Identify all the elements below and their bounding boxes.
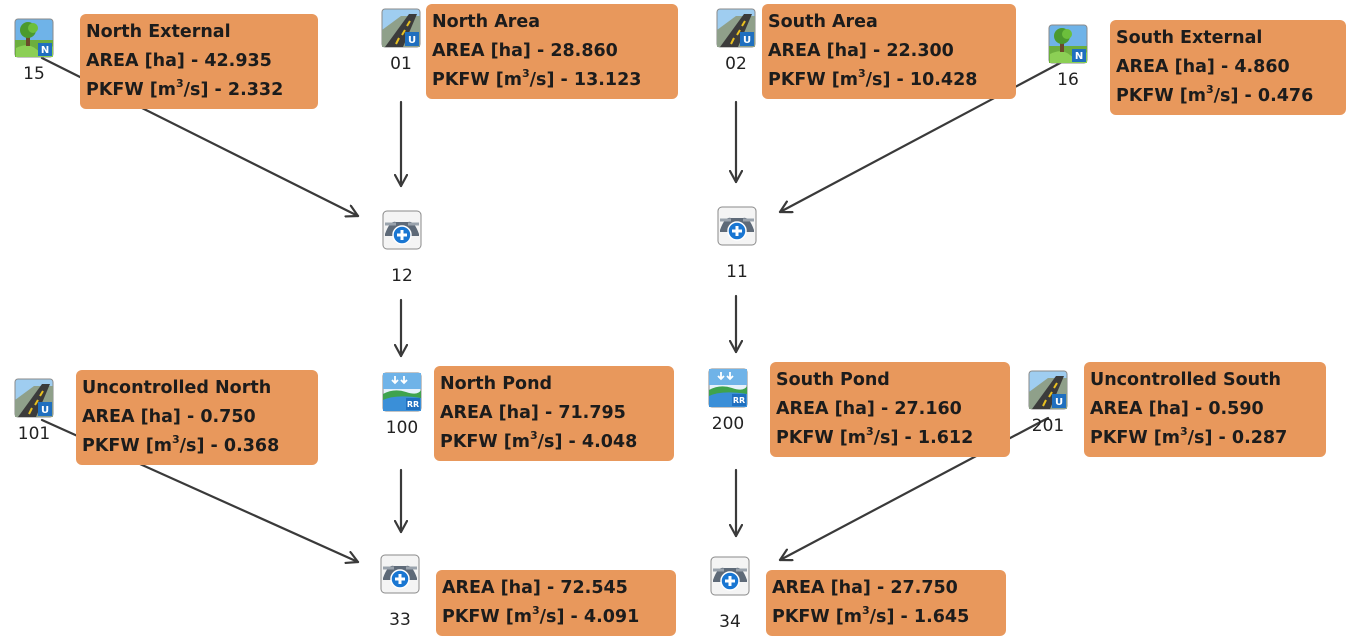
node-id: 100 [385, 418, 419, 438]
label-pkfw: PKFW [m3/s] - 10.428 [768, 67, 978, 90]
urban-catchment-icon: U [14, 378, 54, 418]
urban-catchment-icon: U [1028, 370, 1068, 410]
urban-catchment-icon: U [716, 8, 756, 48]
label-area: AREA [ha] - 0.590 [1090, 399, 1264, 419]
label-area: AREA [ha] - 72.545 [442, 578, 628, 598]
svg-text:U: U [743, 35, 751, 46]
node-id: 02 [725, 54, 747, 74]
label-north-area[interactable]: North Area AREA [ha] - 28.860 PKFW [m3/s… [426, 4, 678, 99]
node-15[interactable]: N 15 [14, 18, 54, 84]
pond-icon: RR [382, 372, 422, 412]
label-title: North Area [432, 12, 541, 32]
label-pkfw: PKFW [m3/s] - 0.287 [1090, 425, 1288, 448]
label-title: South Area [768, 12, 878, 32]
svg-text:RR: RR [733, 396, 745, 405]
label-south-area[interactable]: South Area AREA [ha] - 22.300 PKFW [m3/s… [762, 4, 1016, 99]
nature-catchment-icon: N [1048, 24, 1088, 64]
label-area: AREA [ha] - 71.795 [440, 403, 626, 423]
label-south-pond[interactable]: South Pond AREA [ha] - 27.160 PKFW [m3/s… [770, 362, 1010, 457]
label-south-external[interactable]: South External AREA [ha] - 4.860 PKFW [m… [1110, 20, 1346, 115]
label-pkfw: PKFW [m3/s] - 1.612 [776, 425, 974, 448]
label-pkfw: PKFW [m3/s] - 4.048 [440, 429, 638, 452]
label-pkfw: PKFW [m3/s] - 4.091 [442, 604, 640, 627]
label-north-external[interactable]: North External AREA [ha] - 42.935 PKFW [… [80, 14, 318, 109]
label-junction-33[interactable]: AREA [ha] - 72.545 PKFW [m3/s] - 4.091 [436, 570, 676, 636]
label-pkfw: PKFW [m3/s] - 13.123 [432, 67, 642, 90]
junction-add-icon [382, 210, 422, 250]
svg-text:U: U [41, 405, 49, 416]
label-area: AREA [ha] - 0.750 [82, 407, 256, 427]
junction-add-icon [380, 554, 420, 594]
pond-icon: RR [708, 368, 748, 408]
node-100[interactable]: RR 100 [382, 372, 422, 438]
label-pkfw: PKFW [m3/s] - 1.645 [772, 604, 970, 627]
label-title: North Pond [440, 374, 553, 394]
label-junction-34[interactable]: AREA [ha] - 27.750 PKFW [m3/s] - 1.645 [766, 570, 1006, 636]
node-id: 200 [711, 414, 745, 434]
node-02[interactable]: U 02 [716, 8, 756, 74]
nature-catchment-icon: N [14, 18, 54, 58]
label-pkfw: PKFW [m3/s] - 0.476 [1116, 83, 1314, 106]
node-id: 16 [1057, 70, 1079, 90]
node-id: 101 [17, 424, 51, 444]
node-id: 15 [23, 64, 45, 84]
label-uncontrolled-north[interactable]: Uncontrolled North AREA [ha] - 0.750 PKF… [76, 370, 318, 465]
svg-text:U: U [408, 35, 416, 46]
label-uncontrolled-south[interactable]: Uncontrolled South AREA [ha] - 0.590 PKF… [1084, 362, 1326, 457]
node-id: 33 [389, 610, 411, 630]
node-16[interactable]: N 16 [1048, 24, 1088, 90]
label-area: AREA [ha] - 28.860 [432, 41, 618, 61]
node-101[interactable]: U 101 [14, 378, 54, 444]
node-id: 01 [390, 54, 412, 74]
label-title: Uncontrolled North [82, 378, 272, 398]
junction-add-icon [710, 556, 750, 596]
label-area: AREA [ha] - 22.300 [768, 41, 954, 61]
label-title: North External [86, 22, 231, 42]
junction-add-icon [717, 206, 757, 246]
urban-catchment-icon: U [381, 8, 421, 48]
label-title: South External [1116, 28, 1263, 48]
label-pkfw: PKFW [m3/s] - 0.368 [82, 433, 280, 456]
label-north-pond[interactable]: North Pond AREA [ha] - 71.795 PKFW [m3/s… [434, 366, 674, 461]
node-12[interactable]: 12 [382, 210, 422, 286]
node-33[interactable]: 33 [380, 554, 420, 630]
svg-text:RR: RR [407, 400, 419, 409]
node-id: 11 [726, 262, 748, 282]
node-id: 201 [1031, 416, 1065, 436]
node-11[interactable]: 11 [717, 206, 757, 282]
node-200[interactable]: RR 200 [708, 368, 748, 434]
label-area: AREA [ha] - 27.160 [776, 399, 962, 419]
label-area: AREA [ha] - 4.860 [1116, 57, 1290, 77]
node-201[interactable]: U 201 [1028, 370, 1068, 436]
label-pkfw: PKFW [m3/s] - 2.332 [86, 77, 284, 100]
svg-text:N: N [1075, 51, 1083, 62]
label-title: South Pond [776, 370, 890, 390]
node-01[interactable]: U 01 [381, 8, 421, 74]
node-id: 34 [719, 612, 741, 632]
label-area: AREA [ha] - 42.935 [86, 51, 272, 71]
label-title: Uncontrolled South [1090, 370, 1281, 390]
svg-text:U: U [1055, 397, 1063, 408]
node-34[interactable]: 34 [710, 556, 750, 632]
svg-text:N: N [41, 45, 49, 56]
label-area: AREA [ha] - 27.750 [772, 578, 958, 598]
node-id: 12 [391, 266, 413, 286]
